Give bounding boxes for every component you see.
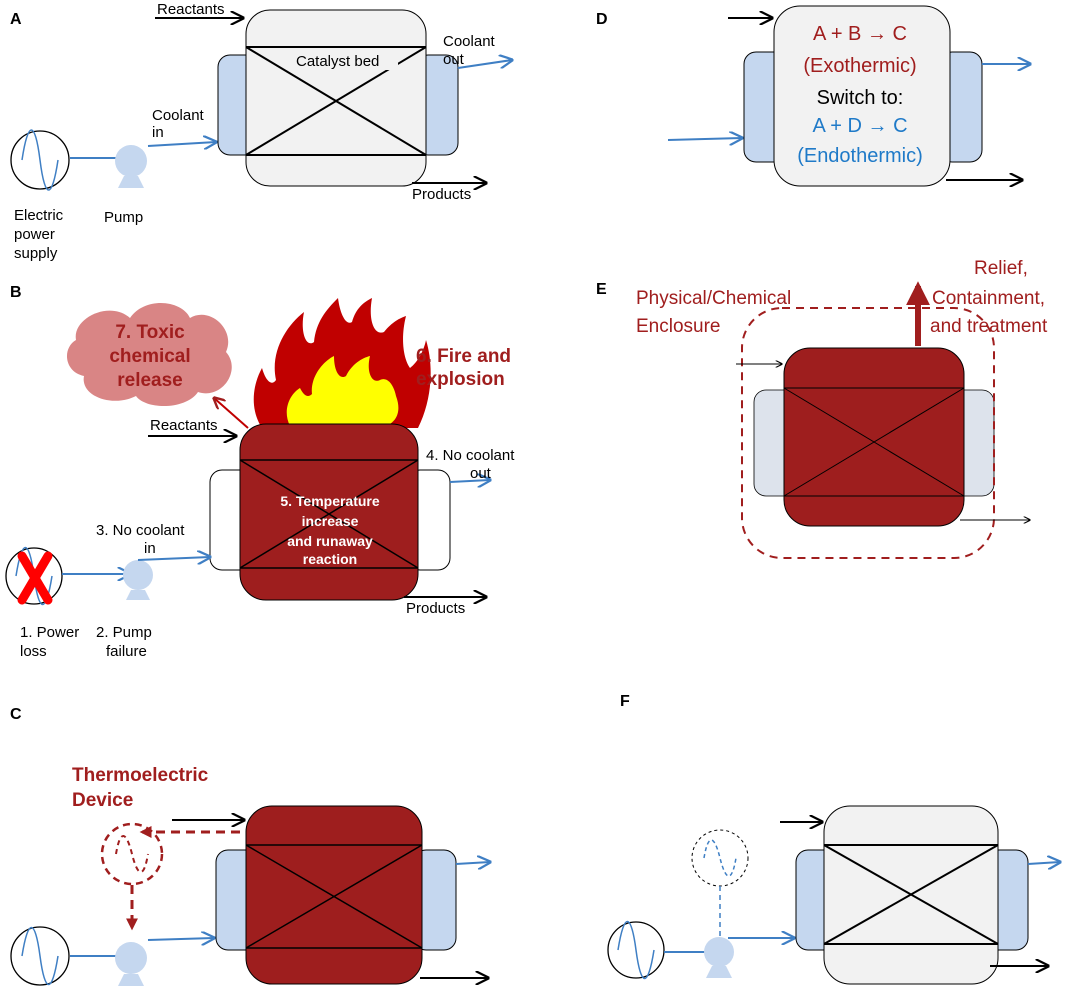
coolant-in-label-a-1: Coolant — [152, 107, 205, 124]
panel-a: A Catalyst bed Reactants Coolant out Pro… — [10, 1, 512, 262]
coolant-out-arrow-c — [455, 862, 490, 864]
panel-c: C Thermoelectric Device — [10, 706, 490, 986]
panel-b: B 7. Toxic chemical release 6. Fire and … — [5, 284, 515, 660]
pump-b-icon — [123, 560, 153, 600]
coolant-in-arrow-a — [147, 142, 216, 146]
pump-a-icon — [115, 145, 147, 188]
catalyst-bed-b — [239, 459, 419, 569]
panel-f-letter: F — [620, 693, 630, 710]
backup-sine-wave-icon — [703, 839, 737, 877]
catalyst-bed-label: Catalyst bed — [296, 53, 379, 70]
panel-b-letter: B — [10, 284, 22, 301]
power-loss-label-2: loss — [20, 643, 47, 660]
no-coolant-out-label-2: out — [470, 465, 492, 482]
pump-failure-label-2: failure — [106, 643, 147, 660]
reaction-endothermic: A + D → C — [812, 115, 907, 137]
power-supply-label-a-3: supply — [14, 245, 58, 262]
coolant-in-label-a-2: in — [152, 124, 164, 141]
relief-label-1: Relief, — [974, 258, 1028, 279]
toxic-release-arrow — [214, 398, 249, 429]
panel-c-letter: C — [10, 706, 22, 723]
coolant-out-arrow-f — [1027, 862, 1060, 864]
catalyst-bed-e — [783, 387, 965, 497]
pump-failure-label-1: 2. Pump — [96, 624, 152, 641]
coolant-out-label-a-2: out — [443, 51, 465, 68]
enclosure-boundary — [741, 307, 995, 559]
reaction-exothermic: A + B → C — [813, 23, 907, 45]
thermoelectric-label-1: Thermoelectric — [72, 765, 209, 786]
toxic-label-1: 7. Toxic — [115, 322, 185, 343]
pump-c-icon — [115, 942, 147, 986]
catalyst-bed-f — [823, 844, 999, 945]
fire-core-icon — [286, 356, 399, 426]
temperature-label-2: increase — [302, 513, 359, 529]
reactants-label-a: Reactants — [157, 1, 225, 18]
power-loss-x-icon — [17, 551, 53, 605]
no-coolant-in-arrow — [137, 557, 210, 560]
sine-wave-c-icon — [21, 926, 59, 986]
fire-label-2: explosion — [416, 369, 505, 390]
pump-label-a: Pump — [104, 209, 143, 226]
sine-wave-f-icon — [617, 920, 655, 980]
reactor-d-vessel — [773, 5, 951, 187]
backup-power-supply-icon — [691, 829, 749, 887]
thermoelectric-device-icon — [100, 822, 164, 886]
reactor-a-vessel — [245, 9, 427, 187]
toxic-label-2: chemical — [109, 346, 190, 367]
panel-d: D A + B → C (Exothermic) Switch to: A + … — [596, 5, 1030, 187]
temperature-label-4: reaction — [303, 551, 357, 567]
power-supply-label-a-2: power — [14, 226, 55, 243]
catalyst-label-bg — [288, 50, 398, 70]
no-coolant-out-label-1: 4. No coolant — [426, 447, 515, 464]
products-label-b: Products — [406, 600, 465, 617]
sine-wave-icon — [21, 129, 59, 191]
coolant-out-arrow-a — [457, 60, 512, 69]
reactants-label-b: Reactants — [150, 417, 218, 434]
enclosure-label-2: Enclosure — [636, 316, 721, 337]
coolant-in-arrow-d — [667, 138, 742, 140]
relief-label-3: and treatment — [930, 316, 1048, 337]
panel-d-letter: D — [596, 11, 608, 28]
reactor-b-vessel — [239, 423, 419, 601]
coolant-in-arrow-c — [147, 938, 214, 940]
power-supply-label-a-1: Electric — [14, 207, 64, 224]
exothermic-label: (Exothermic) — [803, 55, 916, 77]
reactor-e-vessel — [783, 347, 965, 527]
panel-e: E Physical/Chemical Enclosure Relief, Co… — [596, 258, 1048, 559]
reactor-c-vessel — [245, 805, 423, 985]
no-coolant-in-label-1: 3. No coolant — [96, 522, 185, 539]
temperature-label-1: 5. Temperature — [280, 493, 380, 509]
products-label-a: Products — [412, 186, 471, 203]
enclosure-label-1: Physical/Chemical — [636, 288, 791, 309]
pump-f-icon — [704, 937, 734, 978]
catalyst-bed-c — [245, 844, 423, 949]
relief-label-2: Containment, — [932, 288, 1045, 309]
no-coolant-in-label-2: in — [144, 540, 156, 557]
panel-a-letter: A — [10, 11, 22, 28]
panel-f: F — [607, 693, 1060, 985]
toxic-label-3: release — [117, 370, 183, 391]
switch-to-label: Switch to: — [817, 87, 904, 109]
panel-e-letter: E — [596, 281, 607, 298]
thermoelectric-label-2: Device — [72, 790, 133, 811]
endothermic-label: (Endothermic) — [797, 145, 923, 167]
coolant-out-label-a-1: Coolant — [443, 33, 496, 50]
temperature-label-3: and runaway — [287, 533, 373, 549]
power-loss-label-1: 1. Power — [20, 624, 79, 641]
toxic-cloud-icon — [66, 302, 232, 407]
thermoelectric-wave-icon — [115, 835, 149, 873]
fire-label-1: 6. Fire and — [416, 346, 511, 367]
no-coolant-out-arrow — [449, 480, 490, 482]
